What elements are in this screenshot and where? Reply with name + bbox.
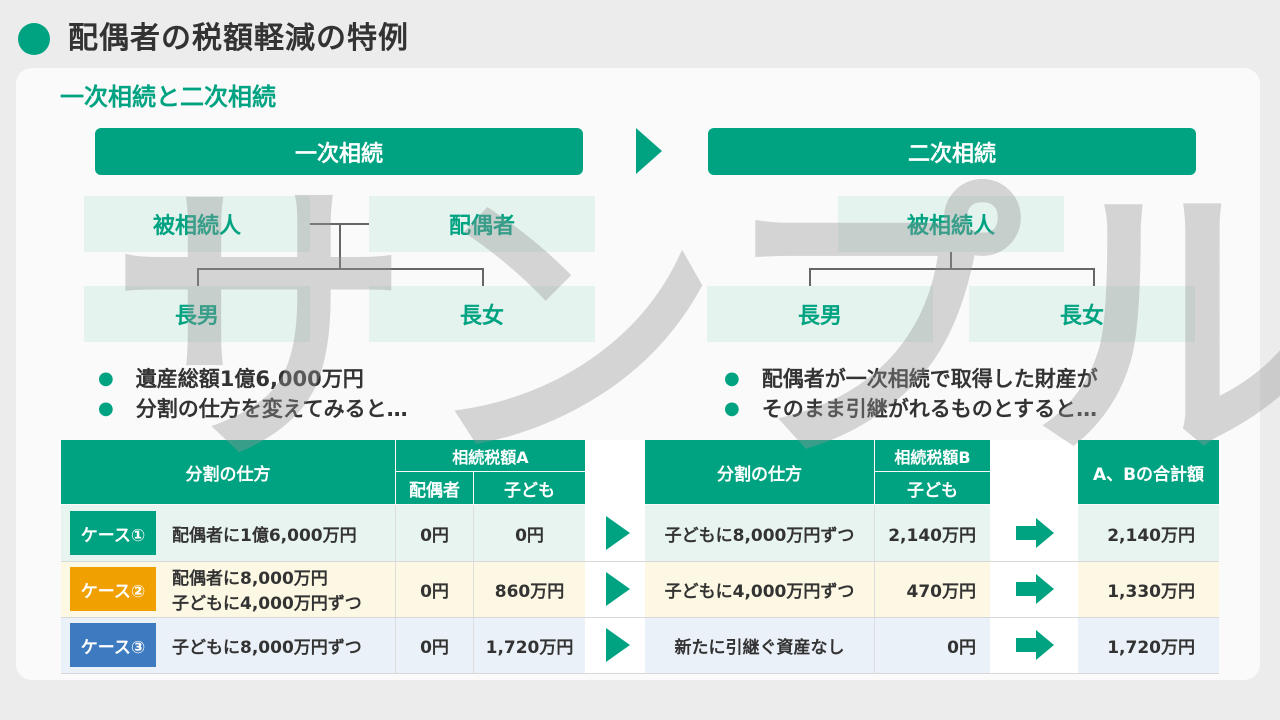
row-divider bbox=[61, 617, 1219, 618]
play-arrow-icon bbox=[606, 572, 630, 606]
table-row bbox=[1078, 617, 1219, 673]
division-first: 子どもに8,000万円ずつ bbox=[172, 637, 362, 658]
first-bullets: ●遺産総額1億6,000万円 ●分割の仕方を変えてみると… bbox=[98, 364, 408, 424]
table-row bbox=[645, 617, 990, 673]
table-row bbox=[1078, 505, 1219, 561]
second-bullets: ●配偶者が一次相続で取得した財産が ●そのまま引継がれるものとすると… bbox=[724, 364, 1098, 424]
case-badge-1: ケース① bbox=[70, 511, 156, 555]
table-row bbox=[645, 505, 990, 561]
total-amount: 1,720万円 bbox=[1107, 637, 1195, 658]
tax-b: 0円 bbox=[947, 637, 976, 658]
phase-first-header: 一次相続 bbox=[95, 128, 583, 175]
arrow-column bbox=[990, 440, 1078, 673]
bullet-dot-icon: ● bbox=[98, 368, 114, 389]
tree-line bbox=[339, 224, 341, 269]
division-second: 子どもに8,000万円ずつ bbox=[664, 525, 855, 546]
second-deceased: 被相続人 bbox=[838, 196, 1064, 252]
bullet-dot-icon: ● bbox=[724, 368, 740, 389]
tree-line bbox=[1093, 268, 1095, 286]
column-divider bbox=[473, 505, 474, 673]
first-son: 長男 bbox=[84, 286, 310, 342]
child-tax: 1,720万円 bbox=[485, 637, 574, 658]
division-first-line1: 配偶者に8,000万円 bbox=[172, 568, 328, 589]
tree-line bbox=[197, 268, 199, 286]
page-title: 配偶者の税額軽減の特例 bbox=[68, 21, 409, 56]
total-amount: 1,330万円 bbox=[1107, 581, 1195, 602]
spouse-tax: 0円 bbox=[420, 637, 449, 658]
bullet-item: ●配偶者が一次相続で取得した財産が bbox=[724, 364, 1098, 394]
child-tax: 860万円 bbox=[494, 581, 565, 602]
header-spouse: 配偶者 bbox=[396, 472, 473, 504]
tax-b: 470万円 bbox=[906, 581, 977, 602]
section-subtitle: 一次相続と二次相続 bbox=[60, 83, 276, 111]
header-division: 分割の仕方 bbox=[61, 440, 395, 504]
header-child-2: 子ども bbox=[875, 472, 990, 504]
phase-arrow-icon bbox=[636, 128, 662, 174]
division-first-line2: 子どもに4,000万円ずつ bbox=[172, 593, 362, 614]
header-total: A、Bの合計額 bbox=[1078, 440, 1219, 504]
spouse-tax: 0円 bbox=[420, 525, 449, 546]
tree-line bbox=[197, 268, 484, 270]
right-arrow-icon bbox=[1016, 630, 1054, 660]
header-division-2: 分割の仕方 bbox=[645, 440, 874, 504]
first-spouse: 配偶者 bbox=[369, 196, 595, 252]
header-tax-b: 相続税額B bbox=[875, 440, 990, 471]
phase-second-header: 二次相続 bbox=[708, 128, 1196, 175]
tree-line bbox=[950, 252, 952, 269]
division-first: 配偶者に1億6,000万円 bbox=[172, 525, 357, 546]
bullet-dot-icon: ● bbox=[724, 398, 740, 419]
header-tax-a: 相続税額A bbox=[396, 440, 585, 471]
bullet-item: ●遺産総額1億6,000万円 bbox=[98, 364, 408, 394]
column-divider bbox=[395, 505, 396, 673]
table-row bbox=[1078, 561, 1219, 617]
right-arrow-icon bbox=[1016, 518, 1054, 548]
division-second: 新たに引継ぐ資産なし bbox=[674, 637, 845, 658]
play-arrow-icon bbox=[606, 628, 630, 662]
bullet-dot-icon: ● bbox=[98, 398, 114, 419]
spouse-tax: 0円 bbox=[420, 581, 449, 602]
tree-line bbox=[809, 268, 1095, 270]
child-tax: 0円 bbox=[515, 525, 544, 546]
case-badge-2: ケース② bbox=[70, 567, 156, 611]
first-daughter: 長女 bbox=[369, 286, 595, 342]
row-divider bbox=[61, 673, 1219, 674]
total-amount: 2,140万円 bbox=[1107, 525, 1195, 546]
header-child: 子ども bbox=[474, 472, 585, 504]
case-badge-3: ケース③ bbox=[70, 623, 156, 667]
tree-line bbox=[482, 268, 484, 286]
right-arrow-icon bbox=[1016, 574, 1054, 604]
tree-line bbox=[809, 268, 811, 286]
table-row bbox=[645, 561, 990, 617]
row-divider bbox=[61, 561, 1219, 562]
second-son: 長男 bbox=[707, 286, 933, 342]
column-divider bbox=[874, 505, 875, 673]
second-daughter: 長女 bbox=[969, 286, 1195, 342]
bullet-item: ●分割の仕方を変えてみると… bbox=[98, 394, 408, 424]
title-bullet-icon bbox=[18, 23, 50, 55]
play-arrow-icon bbox=[606, 516, 630, 550]
first-deceased: 被相続人 bbox=[84, 196, 310, 252]
tax-b: 2,140万円 bbox=[888, 525, 976, 546]
bullet-item: ●そのまま引継がれるものとすると… bbox=[724, 394, 1098, 424]
division-second: 子どもに4,000万円ずつ bbox=[664, 581, 855, 602]
